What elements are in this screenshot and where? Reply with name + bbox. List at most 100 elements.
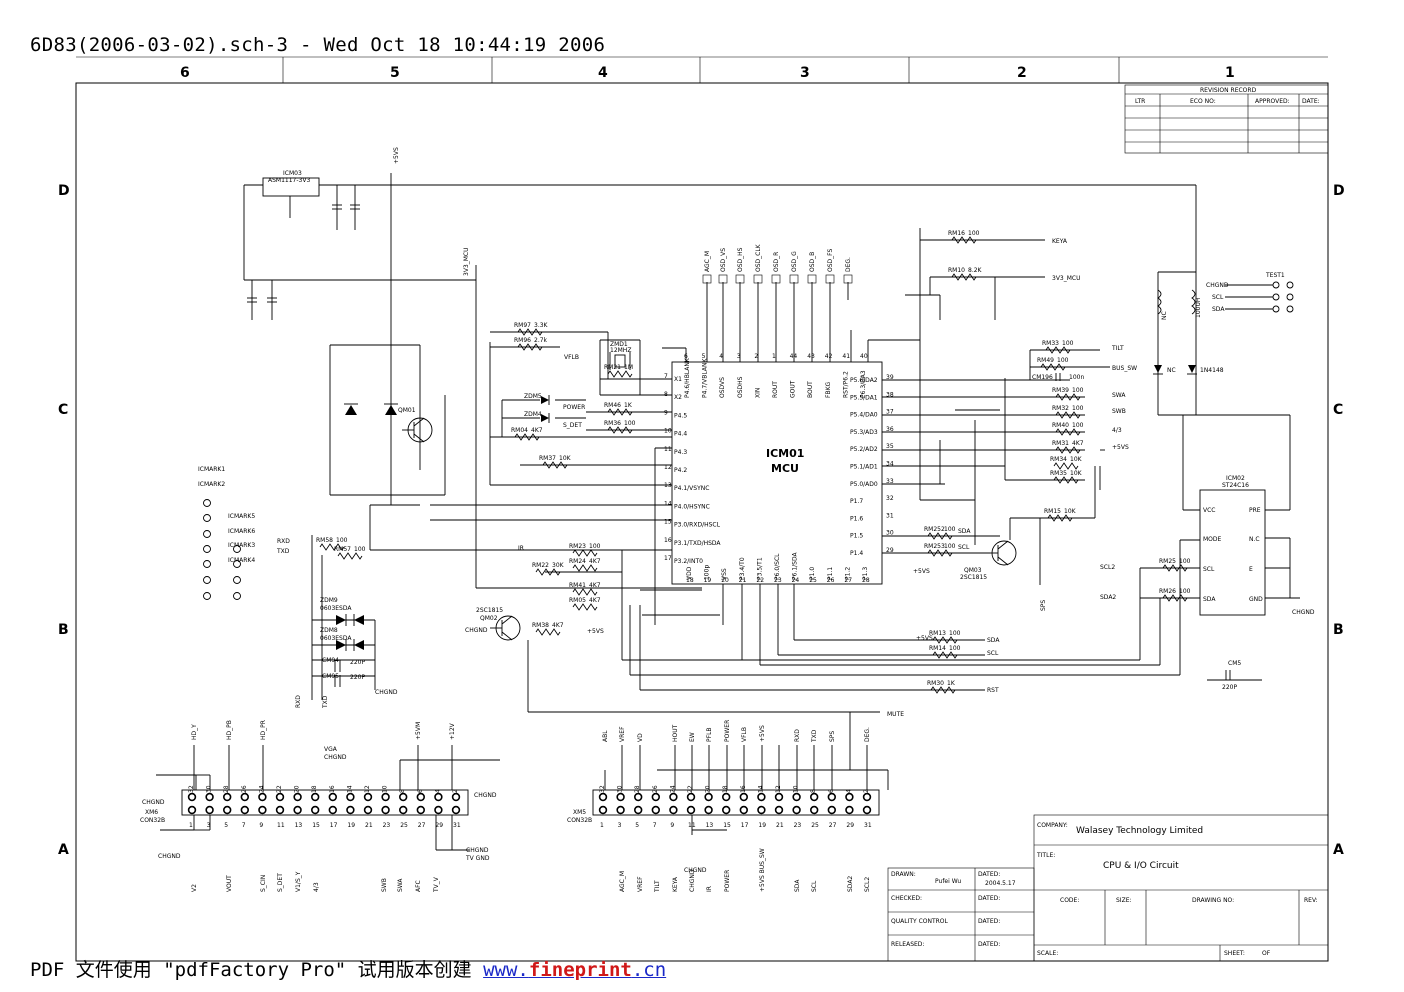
svg-text:RST: RST [987,687,999,694]
connector-pin [704,792,713,802]
zone-col-label: 5 [390,65,400,81]
mcu-pin-label: P5.0/AD0 [850,481,878,488]
revision-record: REVISION RECORD LTR ECO NO: APPROVED: DA… [1124,84,1329,154]
resistor-ref: RM05 [569,597,586,604]
connector-net-label: EW [689,732,696,742]
mcu-pin-label: FBKG [825,381,832,398]
svg-text:TEST1: TEST1 [1265,272,1285,279]
connector-pin [205,805,214,815]
resistor-ref: RM23 [569,543,586,550]
pin-number: 27 [829,822,837,829]
resistor-ref: RM10 [948,267,965,274]
pin-number: 30 [617,785,624,793]
resistor-symbol [1055,393,1081,401]
zone-col-label: 2 [1017,65,1027,81]
pin-number: 21 [776,822,784,829]
pin-number: 25 [811,822,819,829]
svg-text:MUTE: MUTE [887,711,904,718]
transistor-qm02: 2SC1815 QM02 [476,607,521,641]
document-header: 6D83(2006-03-02).sch-3 - Wed Oct 18 10:4… [30,34,606,56]
eeprom-pin-label: SDA [1203,596,1216,603]
mounting-mark [203,514,211,522]
svg-text:POWER: POWER [563,404,585,411]
pin-number: 22 [276,785,283,793]
pin-number: 5 [224,822,228,829]
pin-number: 14 [757,785,764,793]
svg-text:+5VS: +5VS [587,628,604,635]
pin-number: 20 [705,785,712,793]
zone-row-label: C [58,402,68,418]
connector-net-label: S_DET [277,873,284,892]
fineprint-link[interactable]: www.fineprint.cn [483,959,667,981]
resistor-value: 100 [944,543,956,550]
connector-net-label: +5VS BUS_SW [759,848,766,892]
mcu-pin-label: BOUT [807,381,814,398]
pin-number: 10 [793,785,800,793]
osd-net-label: DEG. [845,257,852,272]
pin-number: 4 [434,789,441,793]
connector-net-label: SCL [811,880,818,892]
osd-net-label: AGC_M [704,251,711,272]
eeprom-pin-label: N.C [1249,536,1260,543]
svg-text:2004.5.17: 2004.5.17 [985,880,1016,887]
mcu-name: MCU [771,462,799,475]
svg-text:VFLB: VFLB [564,354,579,361]
svg-text:0603ESDA: 0603ESDA [320,635,352,642]
connector-net-label: SWA [397,878,404,892]
mcu-pin-label: P1.6 [850,515,863,522]
mcu-pin-label: P4.6/HBLANK [684,357,691,398]
connector-net-label: SDA2 [847,876,854,892]
mcu-pin-number: 12 [664,464,672,471]
osd-net-label: OSD_FS [827,249,834,272]
resistor-value: 100 [354,546,366,553]
mcu-pin-number: 38 [886,391,894,398]
zone-row-label: C [1333,402,1343,418]
mounting-mark [203,499,211,507]
mounting-mark [203,592,211,600]
connector-net-label: CHGND [689,869,696,892]
svg-text:CHGND: CHGND [474,792,497,799]
connector-net-label: DEG. [864,727,871,742]
zone-row-label: D [1333,183,1345,199]
capacitors: CM5 220P 220P 220P CM94 CM95 CM196 100n [247,204,1262,691]
svg-text:TXD: TXD [322,695,329,709]
mcu-pin-number: 27 [844,577,852,584]
zone-col-label: 1 [1225,65,1235,81]
mcu-pin-number: 41 [842,353,850,360]
resistor-value: 8.2K [968,267,983,274]
pin-number: 17 [741,822,749,829]
mark-label: ICMARK6 [228,528,255,535]
pin-number: 3 [618,822,622,829]
svg-text:DATED:: DATED: [978,871,1000,878]
resistor-symbol [535,568,561,576]
svg-text:2SC1815: 2SC1815 [476,607,503,614]
connector-pin [845,792,854,802]
pin-number: 12 [364,785,371,793]
svg-text:12MHZ: 12MHZ [610,347,631,354]
mcu-pin-number: 2 [754,353,758,360]
resistor-value: 100 [1062,340,1074,347]
svg-text:ZDM8: ZDM8 [320,627,338,634]
pin-number: 4 [845,789,852,793]
resistor-symbol [572,588,598,596]
mcu-pin-label: P1.2 [844,567,851,580]
connector-pin [862,792,872,802]
pdf-footer: PDF 文件使用 "pdfFactory Pro" 试用版本创建 www.fin… [30,955,666,982]
resistor-symbol [951,273,977,281]
connector-pin [451,805,461,815]
resistor-value: 100 [1072,422,1084,429]
inductors: NC 100UH [1157,289,1202,320]
connector-net-label: POWER [724,870,731,892]
svg-text:SWA: SWA [1112,392,1126,399]
pin-number: 11 [688,822,696,829]
resistor-ref: RM22 [532,562,549,569]
svg-text:ZMD1: ZMD1 [610,341,628,348]
resistor-symbol [1053,476,1079,484]
mcu-pin-number: 22 [756,577,764,584]
zone-ruler-top [76,56,1328,83]
mcu-pin-number: 13 [664,482,672,489]
svg-text:TITLE:: TITLE: [1036,852,1055,859]
connector-xm5: XM5 CON32B 32130328526724922112013181516… [567,720,880,893]
svg-text:ST24C16: ST24C16 [1222,482,1249,489]
resistor-symbol [1040,363,1066,371]
